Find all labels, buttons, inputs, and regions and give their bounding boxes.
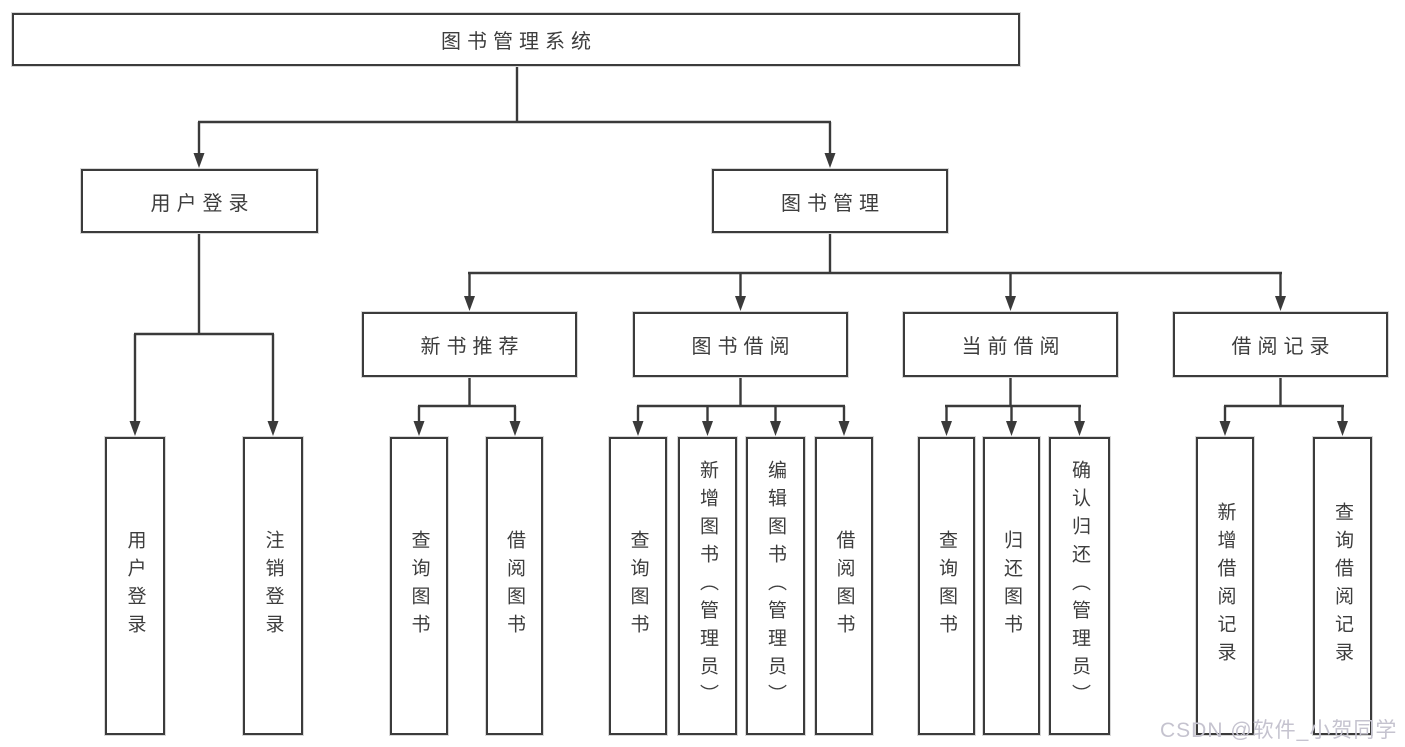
- leaf-logout: 注销登录: [243, 437, 303, 735]
- leaf-borrowing-add-books-admin: 新增图书（管理员）: [678, 437, 737, 735]
- connector-book-borrowing: [632, 377, 850, 436]
- connector-new-book-recommend: [413, 377, 521, 436]
- node-borrowing-records: 借阅记录: [1173, 312, 1388, 377]
- leaf-borrowing-edit-books-admin: 编辑图书（管理员）: [746, 437, 805, 735]
- leaf-records-query-record: 查询借阅记录: [1313, 437, 1372, 735]
- leaf-recommend-query-books: 查询图书: [390, 437, 448, 735]
- node-current-borrowing: 当前借阅: [903, 312, 1118, 377]
- leaf-records-add-record: 新增借阅记录: [1196, 437, 1254, 735]
- leaf-current-query-books: 查询图书: [918, 437, 975, 735]
- node-new-book-recommend: 新书推荐: [362, 312, 577, 377]
- leaf-borrowing-query-books: 查询图书: [609, 437, 667, 735]
- leaf-user-login: 用户登录: [105, 437, 165, 735]
- leaf-current-confirm-return-admin: 确认归还（管理员）: [1049, 437, 1110, 735]
- node-book-management: 图书管理: [712, 169, 948, 233]
- connector-borrowing-records: [1219, 377, 1348, 436]
- leaf-current-return-books: 归还图书: [983, 437, 1040, 735]
- connector-book-management: [464, 233, 1286, 311]
- node-book-borrowing: 图书借阅: [633, 312, 848, 377]
- connector-user-login: [129, 233, 279, 436]
- node-user-login: 用户登录: [81, 169, 318, 233]
- node-library-system: 图书管理系统: [12, 13, 1020, 66]
- leaf-borrowing-borrow-books: 借阅图书: [815, 437, 873, 735]
- connector-root: [193, 66, 836, 168]
- leaf-recommend-borrow-books: 借阅图书: [486, 437, 543, 735]
- connector-current-borrowing: [941, 377, 1085, 436]
- csdn-watermark: CSDN @软件_小贺同学: [1160, 719, 1398, 742]
